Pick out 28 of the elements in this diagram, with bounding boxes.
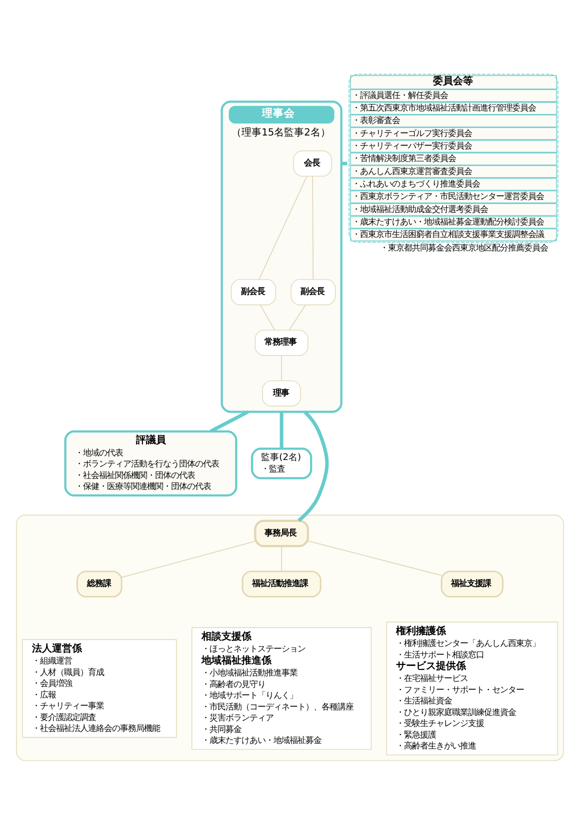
node-box: 常務理事 bbox=[254, 330, 308, 356]
node-box: 評議員 ・地域の代表 ・ボランティア活動を行なう団体の代表 ・社会福祉関係機関・団体の代表 ・保健・医療等関連機関・団体の代表 bbox=[64, 430, 238, 496]
node-box: 副会長 bbox=[290, 279, 336, 306]
node-box: 相談支援係 ・ほっとネットステーション 地域福祉推進係 ・小地域福祉活動推進事業 ・高齢者の見守り ・地域サポート「りんく」 ・市民活動（コーディネート）、各種講座 ・災害ボランティア ・共同募金 ・歳末たすけあい・地域福祉募金 bbox=[192, 627, 372, 750]
connector bbox=[121, 540, 256, 578]
connector bbox=[280, 412, 284, 448]
connector bbox=[341, 162, 348, 166]
connector bbox=[258, 176, 308, 280]
node-box: 会長 bbox=[293, 150, 332, 177]
node-label: ・東京都共同募金会西東京地区配分推薦委員会 bbox=[380, 242, 548, 252]
connector bbox=[288, 304, 306, 331]
node-box: 総務課 bbox=[76, 570, 122, 598]
cluster bbox=[16, 514, 564, 761]
connector bbox=[260, 304, 276, 331]
node-box: 理事 bbox=[262, 380, 301, 406]
connector bbox=[298, 410, 329, 522]
node-box: 福祉支援課 bbox=[440, 570, 504, 598]
connector bbox=[281, 355, 282, 382]
connector bbox=[308, 540, 442, 576]
connector bbox=[312, 176, 314, 280]
node-box: 副会長 bbox=[230, 279, 276, 306]
connector bbox=[281, 546, 282, 572]
connector bbox=[210, 410, 249, 433]
node-box: 権利擁護係 ・権利擁護センター「あんしん西東京」 ・生活サポート相談窓口 サービス提供係 ・在宅福祉サービス ・ファミリー・サポート・センター ・生活福祉資金 ・ひとり親家庭職業訓練促進資金 ・受験生チャレンジ支援 ・緊急援護 ・高齢者生きがい推進 bbox=[386, 622, 558, 756]
node-box: 事務局長 bbox=[254, 520, 309, 548]
node-box: 監事(2名) ・監査 bbox=[250, 448, 312, 480]
node-box: 法人運営係 ・組織運営 ・人材（職員）育成 ・会員増強 ・広報 ・チャリティー事業 ・要介護認定調査 ・社会福祉法人連絡会の事務局機能 bbox=[22, 639, 177, 738]
node-box: 福祉活動推進課 bbox=[242, 570, 322, 598]
